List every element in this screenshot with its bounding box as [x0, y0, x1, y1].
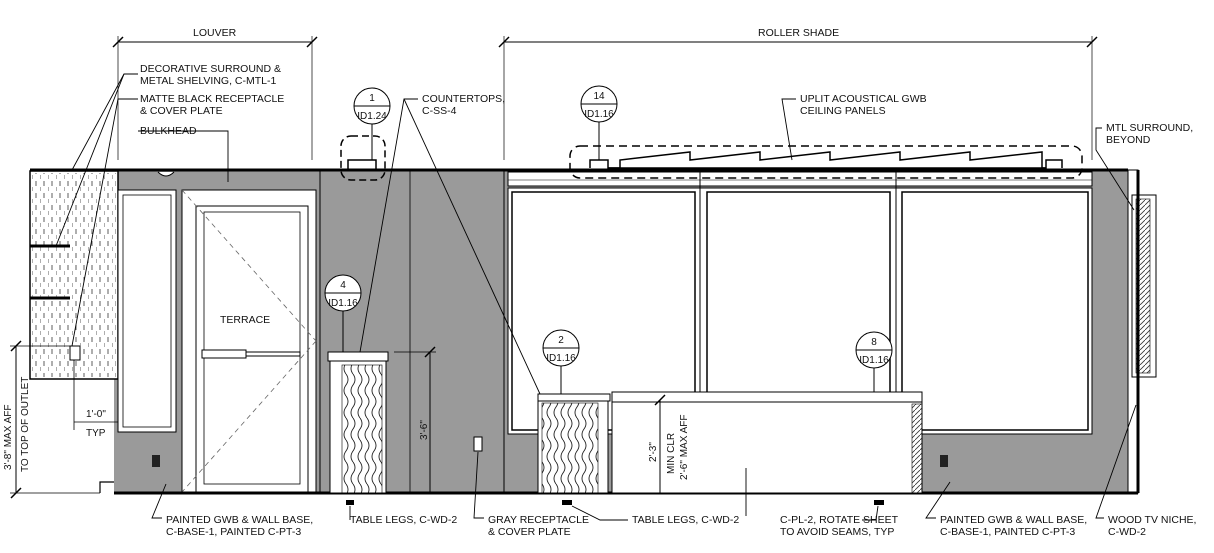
floor-return [99, 481, 114, 493]
callout-1-number: 1 [369, 93, 375, 104]
side-window [117, 189, 177, 433]
ceiling-panels [569, 145, 1083, 179]
note-bulkhead: BULKHEAD [140, 125, 197, 137]
dimension-outlet-height: 3'-8" MAX AFF TO TOP OF OUTLET [3, 340, 100, 499]
table-right [537, 391, 923, 505]
min-clr-text-2: MIN CLR [666, 433, 677, 474]
wall-base-mark [940, 455, 948, 467]
note-legs-mid: TABLE LEGS, C-WD-2 [632, 514, 739, 526]
dimension-spacing: 1'-0" TYP [73, 360, 118, 439]
note-painted-left-2: C-BASE-1, PAINTED C-PT-3 [166, 526, 301, 538]
spacing-text-1: 1'-0" [86, 409, 106, 420]
table-left [327, 351, 389, 505]
min-clr-text-3: 2'-6" MAX AFF [679, 415, 690, 480]
wall-base-mark [152, 455, 160, 467]
callout-14: 14 ID1.16 [580, 85, 618, 160]
storefront-windows [507, 171, 1093, 435]
dimension-louver: LOUVER [112, 27, 318, 160]
callout-14-number: 14 [593, 91, 605, 102]
note-countertops-1: COUNTERTOPS, [422, 93, 505, 105]
terrace-door: TERRACE [181, 189, 317, 493]
note-painted-right-2: C-BASE-1, PAINTED C-PT-3 [940, 526, 1075, 538]
callout-4-number: 4 [340, 280, 346, 291]
callout-8: 8 ID1.16 [855, 331, 893, 392]
callout-1-sheet: ID1.24 [357, 111, 387, 122]
dimension-min-clearance: 2'-3" MIN CLR 2'-6" MAX AFF [648, 394, 690, 493]
note-countertops-2: C-SS-4 [422, 105, 457, 117]
callout-8-number: 8 [871, 337, 877, 348]
decorative-surround [29, 170, 119, 380]
callout-4: 4 ID1.16 [324, 274, 362, 352]
note-cpl-1: C-PL-2, ROTATE SHEET [780, 514, 899, 526]
callout-2-sheet: ID1.16 [546, 353, 576, 364]
note-gray-1: GRAY RECEPTACLE [488, 514, 589, 526]
outlet-height-text-1: 3'-8" MAX AFF [3, 405, 14, 470]
callout-8-sheet: ID1.16 [859, 355, 889, 366]
note-wood-2: C-WD-2 [1108, 526, 1146, 538]
dimension-roller-shade: ROLLER SHADE [498, 27, 1098, 160]
louver-label: LOUVER [193, 27, 237, 39]
ceiling-fixture [157, 171, 175, 177]
note-uplit-2: CEILING PANELS [800, 105, 886, 117]
note-gray-2: & COVER PLATE [488, 526, 571, 538]
callout-1: 1 ID1.24 [353, 87, 391, 160]
callout-2-number: 2 [558, 335, 564, 346]
note-uplit-1: UPLIT ACOUSTICAL GWB [800, 93, 927, 105]
spacing-text-2: TYP [86, 428, 106, 439]
note-mtl-1: MTL SURROUND, [1106, 122, 1193, 134]
note-mtl-2: BEYOND [1106, 134, 1151, 146]
callout-4-sheet: ID1.16 [328, 298, 358, 309]
min-clr-text-1: 2'-3" [648, 442, 659, 462]
annotations: DECORATIVE SURROUND & METAL SHELVING, C-… [140, 63, 1196, 538]
note-cpl-2: TO AVOID SEAMS, TYP [780, 526, 894, 538]
note-legs-left: TABLE LEGS, C-WD-2 [350, 514, 457, 526]
counter-height-text: 3'-6" [419, 420, 430, 440]
roller-shade-label: ROLLER SHADE [758, 27, 839, 39]
note-decorative-1: DECORATIVE SURROUND & [140, 63, 281, 75]
note-decorative-2: METAL SHELVING, C-MTL-1 [140, 75, 276, 87]
tv-niche [1127, 169, 1157, 494]
terrace-label: TERRACE [220, 314, 270, 326]
callout-2: 2 ID1.16 [542, 329, 580, 394]
gray-receptacle [473, 436, 483, 452]
leader-lines [55, 73, 1137, 521]
bulkhead-detail [340, 135, 386, 181]
note-painted-right-1: PAINTED GWB & WALL BASE, [940, 514, 1087, 526]
dimension-counter-height: 3'-6" [394, 346, 436, 493]
callout-14-sheet: ID1.16 [584, 109, 614, 120]
note-receptacle-1: MATTE BLACK RECEPTACLE [140, 93, 284, 105]
note-wood-1: WOOD TV NICHE, [1108, 514, 1196, 526]
outlet-height-text-2: TO TOP OF OUTLET [20, 377, 31, 472]
note-receptacle-2: & COVER PLATE [140, 105, 223, 117]
note-painted-left-1: PAINTED GWB & WALL BASE, [166, 514, 313, 526]
